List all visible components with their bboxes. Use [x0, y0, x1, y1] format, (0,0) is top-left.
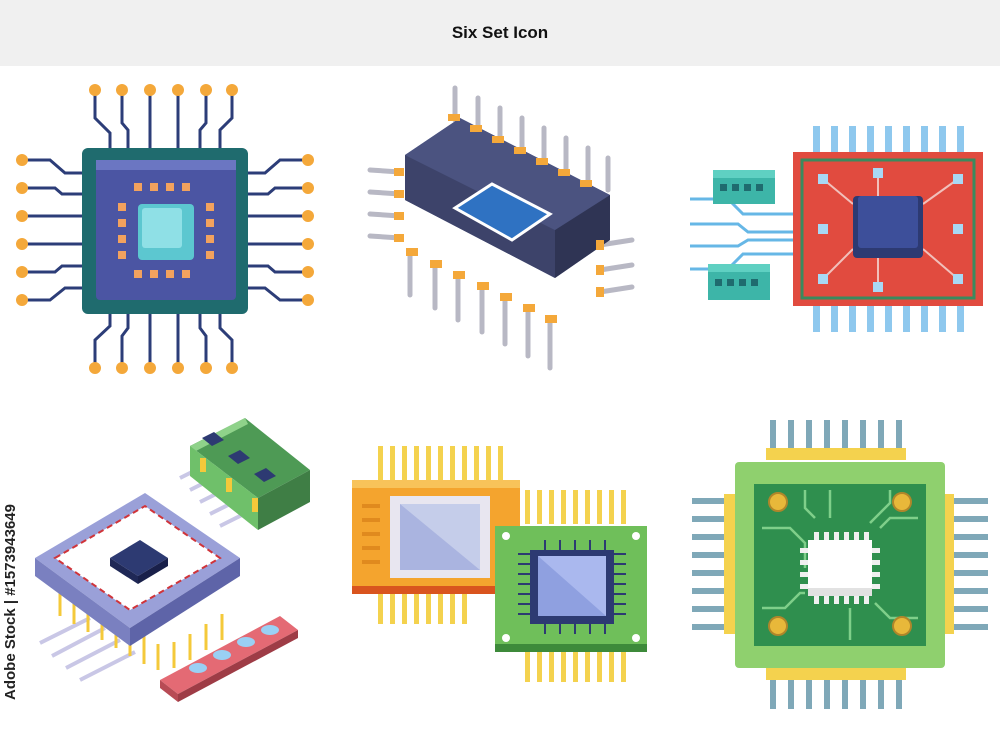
- dip-integrated-circuit-icon: [360, 80, 650, 380]
- stock-id-label: Adobe Stock | #1573943649: [2, 504, 19, 700]
- header-bar: Six Set Icon: [0, 0, 1000, 66]
- isometric-microchip-module-icon: [30, 418, 320, 708]
- dual-chips-icon: [350, 444, 650, 684]
- page-title: Six Set Icon: [451, 23, 549, 42]
- green-pcb-chip-icon: [690, 418, 990, 713]
- processor-chip-icon: [10, 78, 320, 383]
- circuit-board-with-connectors-icon: [688, 124, 988, 339]
